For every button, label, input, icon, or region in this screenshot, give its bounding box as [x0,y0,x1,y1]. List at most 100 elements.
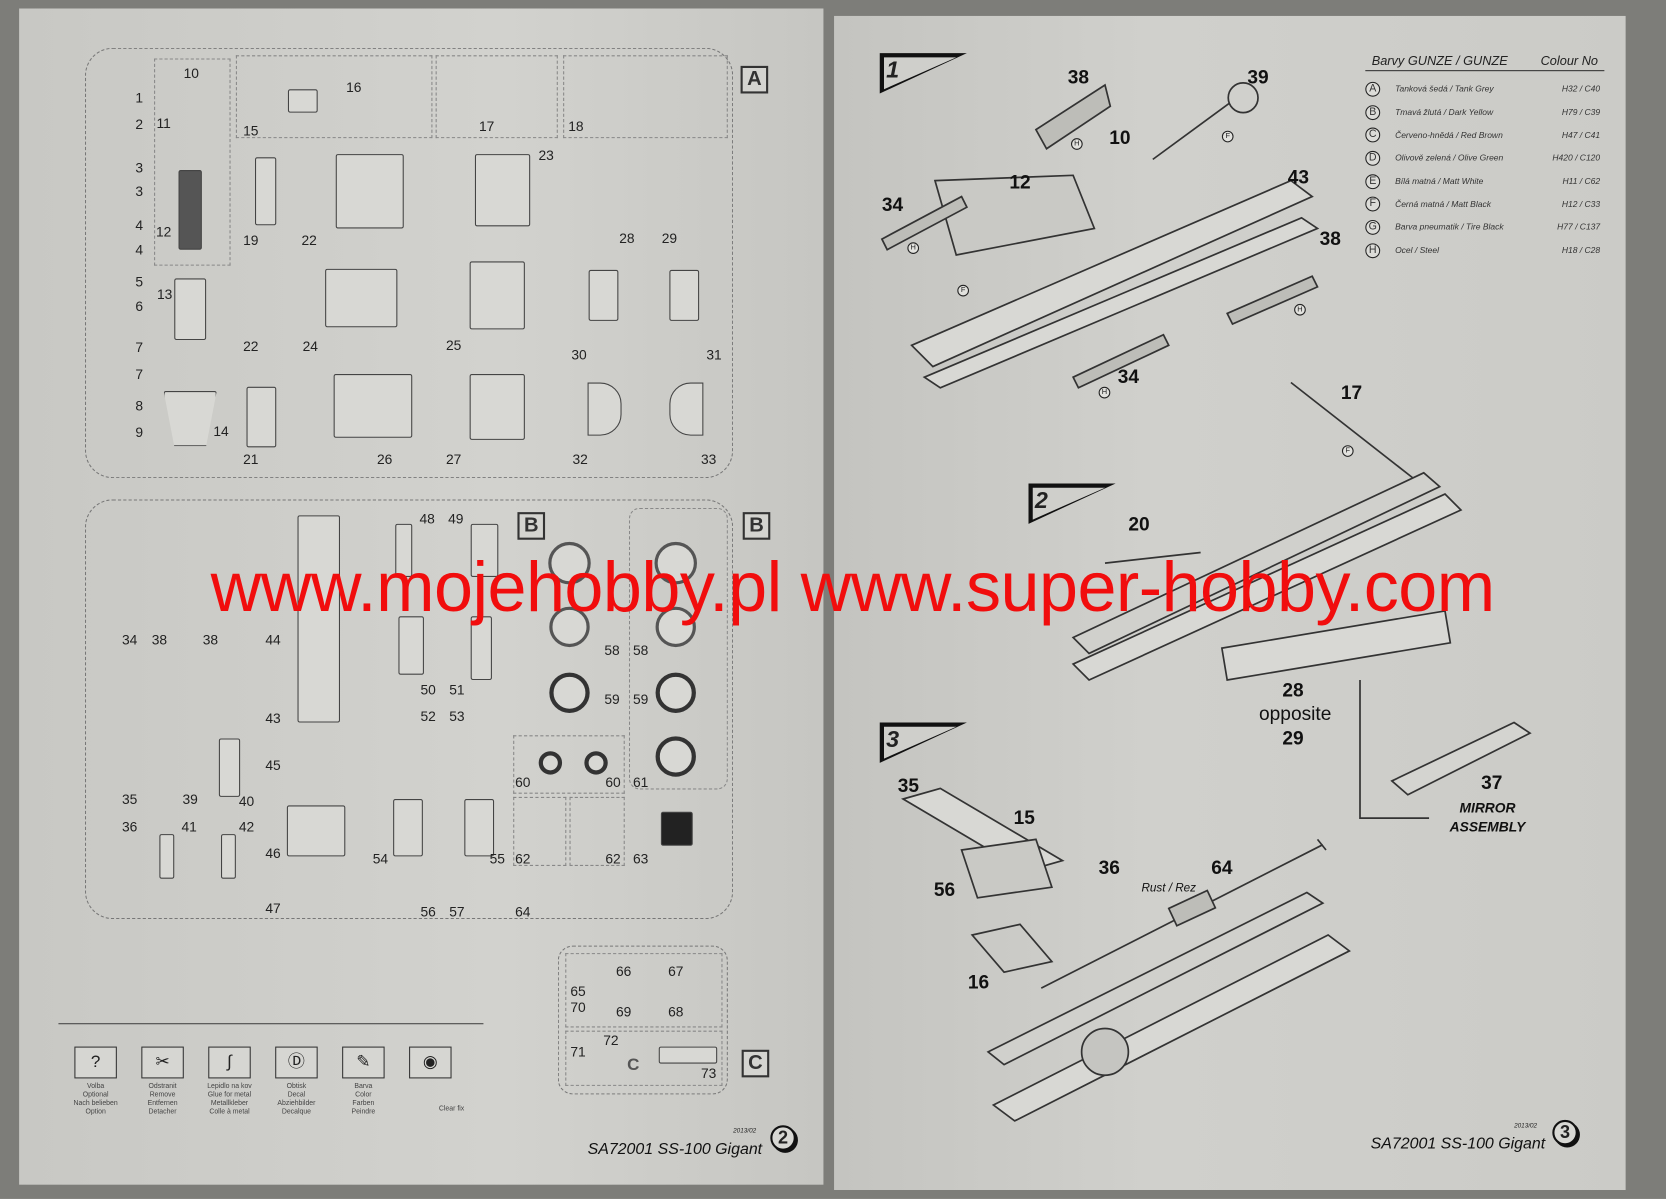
part [469,261,525,330]
color-letter-badge: D [1365,150,1381,166]
paint-callout: F [1221,130,1234,143]
assembly-label-rust: Rust / Rez [1141,881,1197,895]
part-number: 24 [302,338,318,355]
part [297,515,340,723]
part-number: 21 [243,451,259,467]
part-number: 57 [449,903,465,920]
part-number: 52 [420,708,436,725]
part-number: 54 [372,850,389,867]
part-number: 69 [616,1003,632,1020]
part-number: 62 [515,850,531,867]
sprue-b-frame [85,499,734,920]
part-number: 58 [633,642,649,659]
part-number: 64 [515,903,531,920]
part-number: 9 [135,424,144,441]
color-letter-badge: A [1365,81,1381,97]
part-number: 6 [135,298,144,314]
part [255,157,277,226]
sprue-a-subframe [154,58,231,266]
part-number: 7 [135,366,144,382]
part-number: 68 [668,1003,684,1020]
wheel-part [655,672,696,713]
color-letter-badge: C [1365,127,1381,143]
sprue-c-subframe [565,953,723,1028]
part-number: 10 [183,65,199,82]
left-page [19,8,824,1185]
color-code: H18 / C28 [1561,245,1601,256]
paint-callout: F [1341,445,1354,457]
part-number: 19 [243,232,259,249]
assembly-label-mirror2: ASSEMBLY [1449,818,1526,835]
part [470,523,499,577]
sprue-c-tag: C [741,1049,770,1078]
assembly-label-mirror1: MIRROR [1459,799,1516,816]
color-code: H47 / C41 [1561,130,1601,140]
part-number: 12 [155,223,172,240]
part-number: 13 [157,286,173,303]
part-number: 14 [213,423,229,440]
color-name: Bílá matná / Matt White [1395,176,1484,187]
part-number: 7 [135,339,144,356]
part-number: 71 [570,1043,586,1060]
part [174,278,207,340]
assembly-label-p64: 64 [1211,856,1233,879]
part-number: 2 [135,116,144,133]
part-number: 3 [135,183,144,200]
wheel-part [654,541,697,585]
glue-icon: ∫ [208,1046,251,1079]
color-code: H77 / C137 [1557,222,1601,233]
part-number: 16 [346,79,362,96]
sprue-b-subframe [513,796,567,866]
part-number: 46 [265,845,281,862]
part-number: 22 [301,232,317,249]
part [325,268,398,328]
part-number: 35 [121,791,138,807]
paint-callout: F [957,284,969,297]
part-number: 17 [478,118,495,135]
part-number: 66 [616,963,632,980]
clear-fix-icon: ◉ [409,1046,452,1079]
part-number: 3 [135,159,144,176]
part [469,374,525,440]
part-number: 63 [633,850,649,867]
part-number: 31 [706,346,722,363]
assembly-label-opposite: opposite [1259,702,1332,725]
part-number: 44 [265,631,281,648]
assembly-label-p28: 28 [1282,679,1304,701]
part [178,170,202,250]
part-number: 60 [605,774,621,790]
part-number: 61 [633,774,649,790]
wheel-part [538,751,563,775]
part-number: 65 [570,983,586,1000]
part-number: 49 [448,510,464,527]
part [333,374,413,438]
part-number: 43 [265,710,281,727]
part [393,799,423,857]
sprue-c-subframe [565,1030,723,1086]
assembly-label-p34b: 34 [1117,366,1140,388]
assembly-label-p16: 16 [967,971,990,993]
part-number: 29 [661,230,678,246]
part-number: 15 [243,122,259,139]
sprue-a-tag: A [740,65,769,94]
page-number: 3 [1552,1119,1578,1146]
part [221,834,236,879]
color-name: Barva pneumatik / Tire Black [1395,222,1504,233]
assembly-label-p29: 29 [1282,727,1304,749]
part-number: 11 [156,115,171,132]
color-letter-badge: B [1365,104,1381,120]
legend-divider [58,1023,484,1025]
assembly-label-p34a: 34 [881,193,904,216]
color-letter-badge: H [1365,242,1381,258]
part [398,616,424,675]
wheel-part [655,736,696,777]
assembly-label-p38a: 38 [1067,66,1090,88]
decal-icon: Ⓓ [275,1046,318,1079]
part-number: 58 [604,642,620,659]
color-code: H12 / C33 [1561,199,1601,210]
wheel-part [549,606,590,648]
